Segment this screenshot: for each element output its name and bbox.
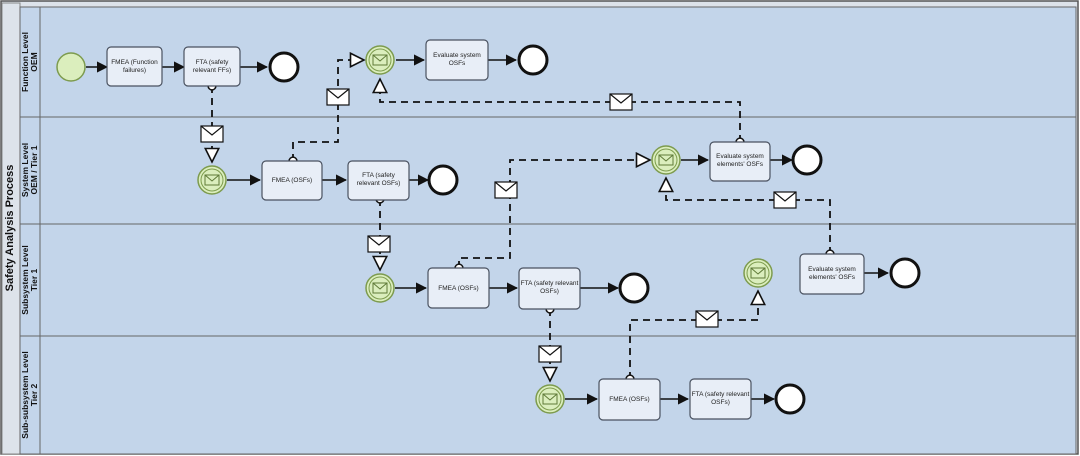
message-flows bbox=[212, 60, 830, 381]
envelope-icon bbox=[494, 181, 518, 199]
message-envelopes bbox=[200, 88, 797, 363]
lane-system-level: System LevelOEM / Tier 1 bbox=[19, 116, 1077, 225]
lane-title: System LevelOEM / Tier 1 bbox=[20, 143, 39, 197]
end-event-circle-icon bbox=[268, 51, 300, 83]
envelope-catch-event-icon bbox=[651, 145, 681, 175]
lane-body bbox=[39, 116, 1077, 225]
start-event bbox=[56, 52, 86, 82]
task-box bbox=[709, 141, 771, 182]
envelope-catch-event-icon bbox=[743, 258, 773, 288]
end-event-circle-icon bbox=[427, 164, 459, 196]
lane-title: Function LevelOEM bbox=[20, 32, 39, 92]
task-box bbox=[799, 253, 865, 295]
task-label: FMEA (OSFs) bbox=[438, 285, 478, 292]
task-box bbox=[689, 378, 752, 420]
envelope-icon bbox=[200, 125, 224, 143]
task-box bbox=[183, 46, 241, 87]
envelope-icon bbox=[367, 235, 391, 253]
task-box bbox=[598, 378, 661, 421]
task-box bbox=[347, 160, 410, 201]
sequence-flows bbox=[86, 54, 890, 405]
task-box bbox=[518, 267, 581, 310]
message-catch-events bbox=[197, 45, 773, 414]
message-flow bbox=[630, 291, 758, 379]
envelope-icon bbox=[695, 310, 719, 328]
envelope-icon bbox=[538, 345, 562, 363]
end-event-circle-icon bbox=[774, 383, 806, 415]
envelope-icon bbox=[609, 93, 633, 111]
lane-title: Subsystem LevelTier 1 bbox=[20, 245, 39, 314]
envelope-catch-event-icon bbox=[535, 384, 565, 414]
envelope-catch-event-icon bbox=[365, 273, 395, 303]
message-flow bbox=[666, 178, 830, 254]
end-event-circle-icon bbox=[791, 144, 823, 176]
task-box bbox=[425, 39, 489, 81]
task-label: FMEA (OSFs) bbox=[609, 396, 649, 403]
end-events bbox=[268, 44, 921, 415]
tasks bbox=[106, 39, 865, 421]
end-event-circle-icon bbox=[517, 44, 549, 76]
task-label: FMEA (OSFs) bbox=[272, 177, 312, 184]
task-box bbox=[427, 267, 490, 309]
envelope-catch-event-icon bbox=[365, 45, 395, 75]
envelope-icon bbox=[773, 191, 797, 209]
task-box bbox=[261, 160, 323, 201]
end-event-circle-icon bbox=[889, 257, 921, 289]
message-flow bbox=[380, 79, 740, 142]
task-box bbox=[106, 46, 163, 87]
message-flow bbox=[459, 160, 650, 268]
lane-title: Sub-subsystem LevelTier 2 bbox=[20, 351, 39, 438]
end-event-circle-icon bbox=[618, 272, 650, 304]
pool-title: Safety Analysis Process bbox=[4, 165, 16, 292]
envelope-icon bbox=[326, 88, 350, 106]
message-flow bbox=[293, 60, 364, 161]
envelope-catch-event-icon bbox=[197, 165, 227, 195]
